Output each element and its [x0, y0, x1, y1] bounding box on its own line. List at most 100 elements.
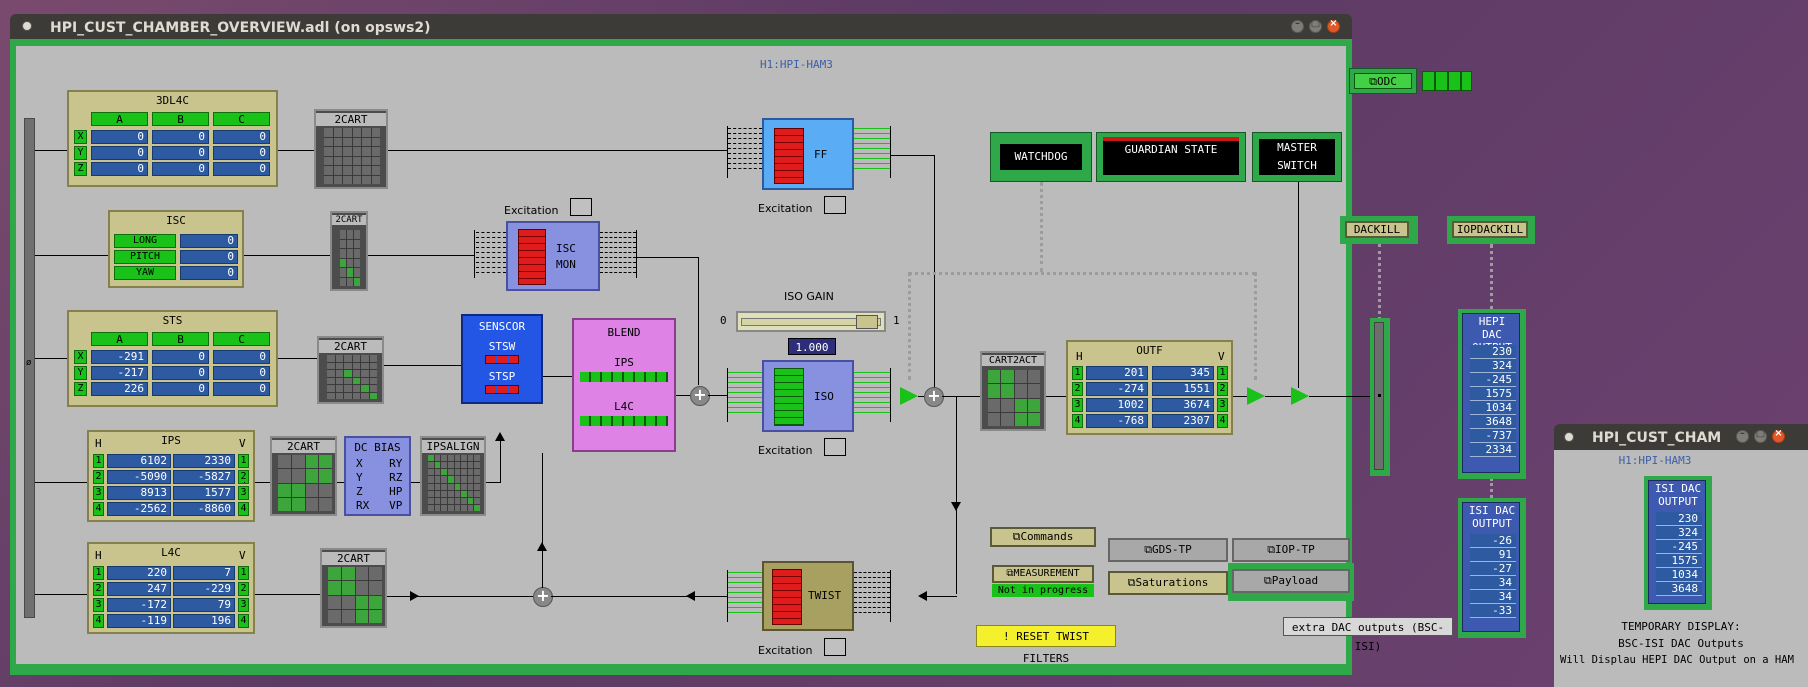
- readout: 0: [213, 382, 270, 396]
- blend-block[interactable]: BLEND IPS L4C: [572, 318, 676, 452]
- iop-tp-button[interactable]: ⧉IOP-TP: [1232, 538, 1350, 562]
- reset-twist-button[interactable]: ! RESET TWIST FILTERS: [976, 625, 1116, 665]
- watchdog-link: [908, 272, 911, 380]
- iso-gain-slider[interactable]: [736, 311, 886, 332]
- ips-row-1-v: 1: [238, 454, 249, 468]
- iso-gain-slider-thumb[interactable]: [856, 315, 878, 329]
- odc-button[interactable]: ⧉ODC: [1349, 68, 1417, 94]
- extra-dac-button[interactable]: extra DAC outputs (BSC-ISI): [1283, 617, 1453, 653]
- iopdackill-button[interactable]: IOPDACKILL: [1447, 216, 1535, 244]
- excitation-label-ff: Excitation: [758, 202, 813, 215]
- col-b-header: B: [152, 112, 209, 126]
- signal-line: [244, 255, 330, 256]
- cart-matrix-l4c[interactable]: 2CART: [320, 548, 387, 628]
- dac-switch-bar[interactable]: [1370, 318, 1390, 476]
- maximize-button[interactable]: □: [1754, 428, 1767, 443]
- signal-line: [35, 594, 87, 595]
- l4c-row-3-v: 3: [238, 598, 249, 612]
- dackill-button[interactable]: DACKILL: [1340, 216, 1418, 244]
- l4c-row-2-v: 2: [238, 582, 249, 596]
- signal-line: [956, 396, 957, 594]
- guardian-state[interactable]: GUARDIAN STATE: [1096, 132, 1246, 182]
- cart-matrix-sts[interactable]: 2CART: [317, 336, 384, 404]
- close-button[interactable]: ×: [1327, 18, 1340, 33]
- iso-gain-input[interactable]: 1.000: [788, 338, 836, 355]
- filter-input-fan: [728, 372, 762, 417]
- twist-filter[interactable]: TWIST: [762, 561, 854, 631]
- signal-line: [891, 155, 935, 156]
- readout: 0: [91, 146, 148, 160]
- saturations-button[interactable]: ⧉Saturations: [1108, 571, 1228, 595]
- iop-tp-label: IOP-TP: [1275, 543, 1315, 556]
- senscor-block[interactable]: SENSCOR STSW STSP: [461, 314, 543, 404]
- cart-matrix-3dl4c[interactable]: 2CART: [314, 109, 388, 189]
- ipsalign-matrix[interactable]: IPSALIGN: [420, 436, 486, 516]
- dc-bias-row: Z HP: [356, 485, 403, 498]
- excitation-toggle-ff[interactable]: [824, 196, 846, 214]
- watchdog-status[interactable]: WATCHDOG: [990, 132, 1092, 182]
- master-switch[interactable]: MASTER SWITCH: [1252, 132, 1342, 182]
- ips-row-2-v: 2: [238, 470, 249, 484]
- dac-value: 230: [1470, 345, 1516, 359]
- gds-tp-button[interactable]: ⧉GDS-TP: [1108, 538, 1228, 562]
- outf-row-4-v: 4: [1217, 414, 1228, 428]
- cart-matrix-isc[interactable]: 2CART: [330, 211, 368, 291]
- ips-row-3: 3: [93, 486, 104, 500]
- input-bus-bar: [24, 118, 35, 618]
- window-icon: ⧉: [1144, 543, 1153, 556]
- payload-button[interactable]: ⧉Payload: [1232, 569, 1350, 593]
- dac-value: -33: [1470, 604, 1516, 618]
- cart2act-matrix[interactable]: CART2ACT: [980, 351, 1046, 431]
- dc-bias-label: DC BIAS: [354, 441, 401, 454]
- signal-line: [942, 396, 980, 397]
- signal-line: [551, 596, 727, 597]
- iso-filter[interactable]: ISO: [762, 360, 854, 432]
- excitation-toggle-isc[interactable]: [570, 198, 592, 216]
- readout: -5827: [173, 470, 235, 484]
- outf-row-4: 4: [1072, 414, 1083, 428]
- readout: 0: [180, 250, 238, 264]
- dac-value: 324: [1656, 526, 1702, 540]
- excitation-toggle-iso[interactable]: [824, 438, 846, 456]
- isc-yaw-label: YAW: [114, 266, 176, 280]
- outf-h-label: H: [1076, 350, 1083, 363]
- window-menu-icon[interactable]: [22, 21, 32, 31]
- second-window-titlebar[interactable]: HPI_CUST_CHAM – □ ×: [1554, 424, 1808, 450]
- dc-bias-block[interactable]: DC BIAS X RY Y RZ Z HP RX VP: [344, 436, 411, 516]
- excitation-toggle-twist[interactable]: [824, 638, 846, 656]
- readout: 0: [152, 146, 209, 160]
- dac-value: -26: [1470, 534, 1516, 548]
- dac-value: -245: [1656, 540, 1702, 554]
- gain-triangle: [1291, 387, 1309, 405]
- readout: 0: [152, 366, 209, 380]
- measurement-button[interactable]: ⧉MEASUREMENT: [992, 565, 1094, 583]
- window-menu-icon[interactable]: [1564, 432, 1574, 442]
- readout: -2562: [107, 502, 171, 516]
- commands-button[interactable]: ⧉Commands: [990, 527, 1096, 547]
- dac-value: -737: [1470, 429, 1516, 443]
- readout: -274: [1086, 382, 1148, 396]
- dac-value: -245: [1470, 373, 1516, 387]
- ff-filter[interactable]: FF: [762, 118, 854, 190]
- readout: 2330: [173, 454, 235, 468]
- maximize-button[interactable]: □: [1309, 18, 1322, 33]
- signal-line: [337, 482, 344, 483]
- signal-line: [255, 594, 320, 595]
- window-icon: ⧉: [1267, 543, 1276, 556]
- minimize-button[interactable]: –: [1291, 18, 1304, 33]
- matrix-grid: [324, 128, 380, 184]
- filter-bank-indicator: [774, 368, 804, 426]
- ips-row-2: 2: [93, 470, 104, 484]
- guardian-state-bar: [1103, 137, 1239, 141]
- dac-value: 34: [1470, 590, 1516, 604]
- main-window-titlebar[interactable]: HPI_CUST_CHAMBER_OVERVIEW.adl (on opsws2…: [10, 14, 1352, 39]
- close-button[interactable]: ×: [1772, 428, 1785, 443]
- minimize-button[interactable]: –: [1736, 428, 1749, 443]
- note-line-1: TEMPORARY DISPLAY:: [1621, 620, 1741, 633]
- readout: 0: [213, 350, 270, 364]
- row-x-label: X: [74, 350, 87, 364]
- cart-matrix-ips[interactable]: 2CART: [270, 436, 337, 516]
- readout: 0: [213, 162, 270, 176]
